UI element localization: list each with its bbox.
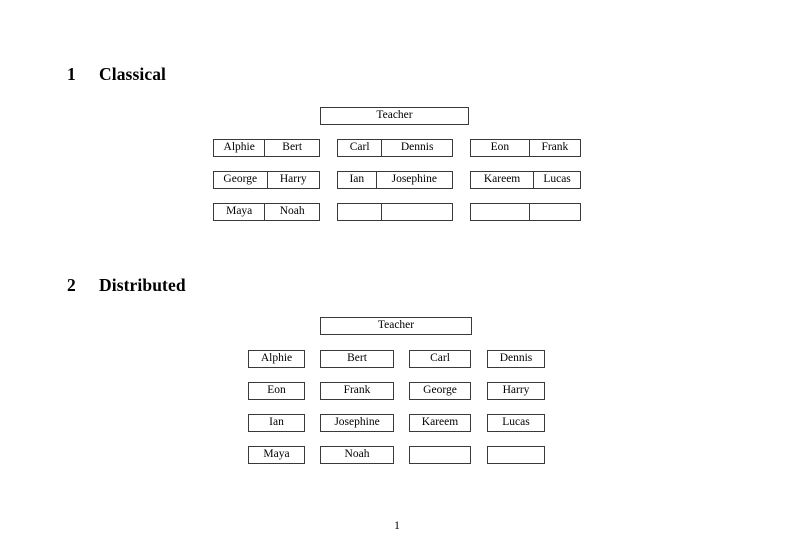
student-cell-empty: [338, 204, 381, 220]
distributed-student-box: Alphie: [248, 350, 305, 368]
distributed-student-box: Josephine: [320, 414, 394, 432]
distributed-student-box: Frank: [320, 382, 394, 400]
student-cell-empty: [471, 204, 529, 220]
classical-group: Ian Josephine: [337, 171, 453, 189]
distributed-student-box: Bert: [320, 350, 394, 368]
distributed-student-box: Noah: [320, 446, 394, 464]
distributed-student-box: Ian: [248, 414, 305, 432]
distributed-student-box: Dennis: [487, 350, 545, 368]
student-cell: Dennis: [381, 140, 452, 156]
distributed-student-box: Kareem: [409, 414, 471, 432]
student-label: Noah: [344, 448, 370, 461]
classical-group: George Harry: [213, 171, 320, 189]
student-label: Bert: [347, 352, 367, 365]
section-title: Classical: [99, 64, 167, 84]
student-label: Alphie: [260, 352, 293, 365]
section-number: 2: [67, 275, 76, 295]
student-cell: Bert: [264, 140, 319, 156]
distributed-student-box-empty: [409, 446, 471, 464]
classical-group-empty: [337, 203, 453, 221]
page-number: 1: [394, 520, 400, 532]
student-cell-empty: [528, 204, 580, 220]
classical-group: Carl Dennis: [337, 139, 453, 157]
classical-teacher-box: Teacher: [320, 107, 469, 125]
student-cell: George: [223, 173, 258, 186]
student-cell: Ian: [349, 173, 365, 186]
student-label: Carl: [430, 352, 450, 365]
distributed-student-box: George: [409, 382, 471, 400]
student-label: Maya: [263, 448, 290, 461]
classical-group-empty: [470, 203, 581, 221]
student-label: Harry: [502, 384, 530, 397]
student-cell: Frank: [528, 140, 580, 156]
distributed-student-box-empty: [487, 446, 545, 464]
section-title: Distributed: [99, 275, 186, 295]
distributed-student-box: Lucas: [487, 414, 545, 432]
student-cell: Kareem: [483, 173, 521, 186]
student-cell: Noah: [264, 204, 319, 220]
classical-group: Eon Frank: [470, 139, 581, 157]
student-label: Lucas: [502, 416, 530, 429]
student-label: Dennis: [499, 352, 533, 365]
student-cell: Harry: [266, 172, 320, 188]
student-cell: Josephine: [375, 172, 452, 188]
teacher-label: Teacher: [376, 109, 413, 122]
distributed-student-box: Eon: [248, 382, 305, 400]
student-cell: Lucas: [533, 172, 580, 188]
distributed-student-box: Maya: [248, 446, 305, 464]
student-cell: Carl: [349, 141, 370, 154]
student-label: Kareem: [421, 416, 459, 429]
student-cell-empty: [381, 204, 452, 220]
distributed-student-box: Carl: [409, 350, 471, 368]
student-label: George: [423, 384, 457, 397]
student-label: Ian: [269, 416, 284, 429]
student-cell: Alphie: [223, 141, 255, 154]
classical-group: Kareem Lucas: [470, 171, 581, 189]
classical-group: Maya Noah: [213, 203, 320, 221]
distributed-student-box: Harry: [487, 382, 545, 400]
student-label-empty: [410, 447, 470, 463]
teacher-label: Teacher: [377, 319, 415, 332]
section-heading-classical: 1 Classical: [67, 64, 166, 85]
student-label: Frank: [343, 384, 371, 397]
student-label: Josephine: [334, 416, 380, 429]
student-cell: Maya: [226, 205, 253, 218]
student-cell: Eon: [490, 141, 510, 154]
section-number: 1: [67, 64, 76, 84]
distributed-teacher-box: Teacher: [320, 317, 472, 335]
section-heading-distributed: 2 Distributed: [67, 275, 186, 296]
student-label: Eon: [267, 384, 286, 397]
classical-group: Alphie Bert: [213, 139, 320, 157]
student-label-empty: [488, 447, 544, 463]
